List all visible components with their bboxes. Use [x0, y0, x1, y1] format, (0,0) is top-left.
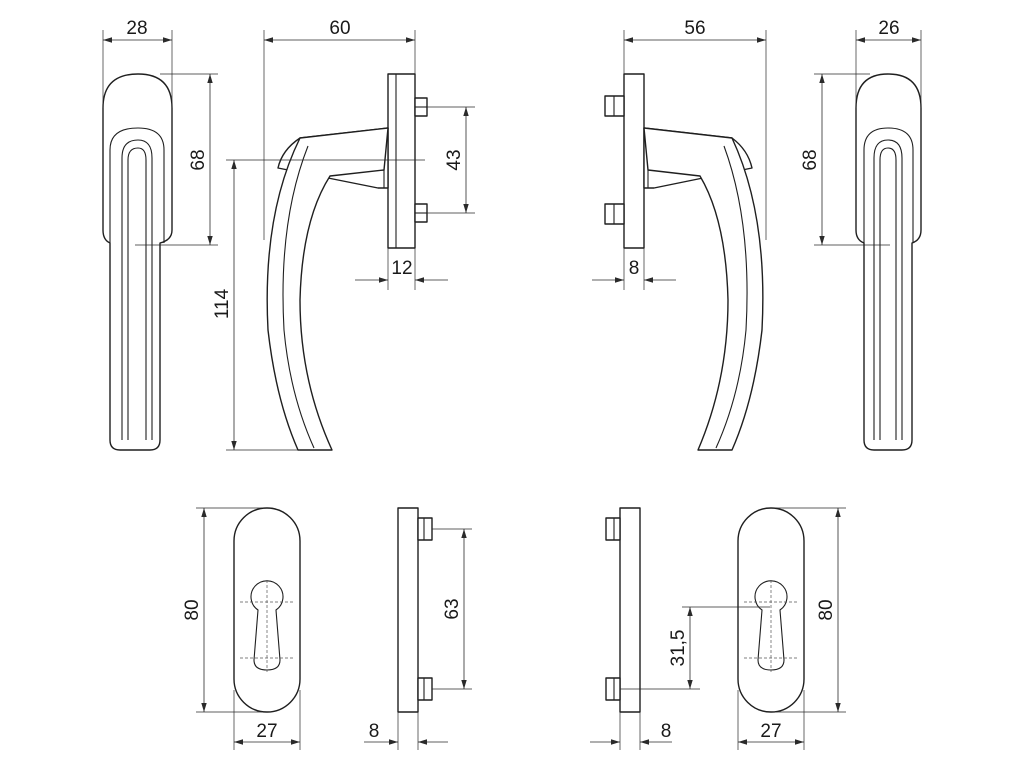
dim-handle-front-left-width: 28: [126, 18, 147, 39]
plate-front-view-left: 80 27: [182, 507, 301, 750]
dim-handle-side-left-lever-height: 114: [212, 288, 233, 319]
handle-side-view-right: 56 8: [592, 18, 767, 451]
dim-handle-side-left-base-thickness: 12: [391, 258, 412, 279]
dim-handle-front-right-width: 26: [878, 18, 899, 39]
dim-plate-front-left-height: 80: [182, 599, 203, 620]
dim-plate-front-right-height: 80: [816, 599, 837, 620]
plate-side-view-right: 8: [590, 507, 672, 750]
handle-side-view-left: 60 43 114 12: [212, 18, 475, 451]
dim-plate-front-left-width: 27: [256, 721, 277, 742]
plate-side-view-left: 63 8: [364, 507, 472, 750]
dim-plate-side-right-keyhole-offset: 31,5: [668, 630, 689, 667]
dim-plate-side-left-thickness: 8: [369, 721, 380, 742]
dim-handle-front-left-rosette-height: 68: [188, 149, 209, 170]
dim-handle-side-left-stud-spacing: 43: [444, 149, 465, 170]
dim-plate-side-right-thickness: 8: [661, 721, 672, 742]
handle-front-view-right: 26 68: [800, 18, 922, 451]
dim-plate-side-left-stud-spacing: 63: [442, 598, 463, 619]
dim-handle-side-left-projection: 60: [329, 18, 350, 39]
dim-handle-side-right-base-thickness: 8: [629, 258, 640, 279]
dim-plate-front-right-width: 27: [760, 721, 781, 742]
dim-handle-side-right-projection: 56: [684, 18, 705, 39]
handle-front-view-left: 28 68: [102, 18, 218, 451]
plate-front-view-right: 31,5 80 27: [620, 507, 846, 750]
dim-handle-front-right-rosette-height: 68: [800, 149, 821, 170]
